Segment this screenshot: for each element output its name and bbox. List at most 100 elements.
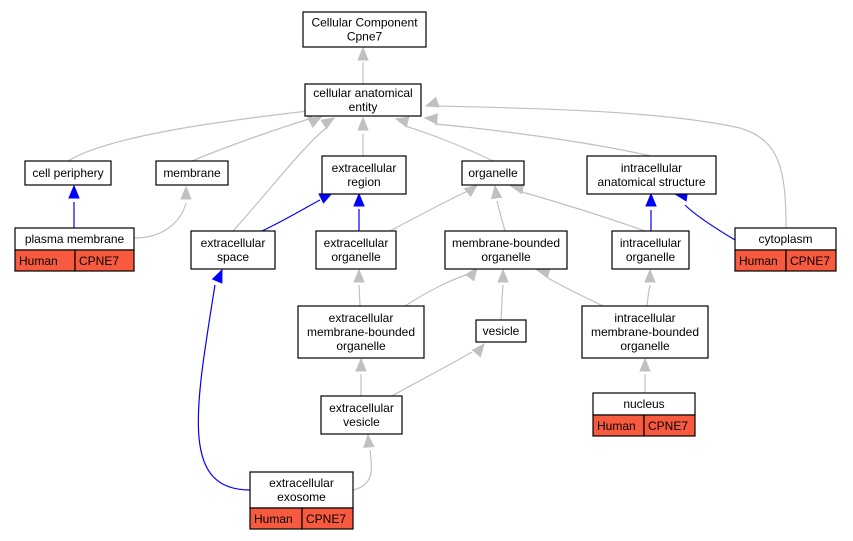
node-label-line: vesicle <box>483 324 520 338</box>
node-box <box>475 319 527 343</box>
node-box <box>304 83 422 117</box>
arrow-head-icon <box>464 266 478 282</box>
node-label-line: entity <box>349 100 378 114</box>
edge-line <box>67 110 309 162</box>
node-label-line: intracellular <box>620 236 681 250</box>
edge-extracellular-space-to-extracellular-region <box>261 192 334 232</box>
node-box <box>444 230 568 270</box>
gene-label: CPNE7 <box>648 419 688 433</box>
gene-label: CPNE7 <box>306 512 346 526</box>
arrow-head-icon <box>490 184 503 200</box>
arrow-head-icon <box>463 184 479 198</box>
node-box <box>190 230 276 270</box>
species-label: Human <box>254 512 293 526</box>
node-label-line: extracellular <box>324 236 389 250</box>
edge-ec-membrane-bounded-organelle-to-membrane-bounded-organelle <box>404 266 478 307</box>
node-label-line: extracellular <box>332 161 397 175</box>
node-box <box>249 471 354 509</box>
node-label-line: organelle <box>626 250 676 264</box>
edge-cell-periphery-to-cae <box>67 109 320 162</box>
node-vesicle[interactable]: vesicle <box>475 319 527 343</box>
node-label-line: cell periphery <box>32 166 103 180</box>
node-label-line: extracellular <box>329 311 394 325</box>
node-box <box>321 155 407 195</box>
arrow-head-icon <box>357 46 369 61</box>
arrow-head-icon <box>639 357 651 372</box>
node-box <box>586 155 717 195</box>
edge-ec-membrane-bounded-organelle-to-extracellular-organelle <box>353 268 365 307</box>
species-label: Human <box>597 419 636 433</box>
node-label-line: extracellular <box>329 401 394 415</box>
edge-cae-to-root <box>357 46 369 84</box>
arrow-head-icon <box>307 116 323 129</box>
edge-intracellular-organelle-to-intracellular-anatomical-structure <box>645 192 657 231</box>
arrow-head-icon <box>644 268 656 283</box>
edge-line <box>191 117 313 162</box>
edge-cytoplasm-to-cae <box>424 96 787 229</box>
node-membrane[interactable]: membrane <box>155 160 229 186</box>
node-label-line: cellular anatomical <box>313 86 412 100</box>
edge-extracellular-exosome-to-extracellular-vesicle <box>352 433 375 491</box>
species-label: Human <box>739 254 778 268</box>
arrow-head-icon <box>357 116 369 131</box>
edge-nucleus-to-ic-membrane-bounded-organelle <box>639 357 651 393</box>
edge-extracellular-exosome-to-extracellular-space <box>197 268 251 491</box>
node-box <box>581 305 709 359</box>
edge-vesicle-to-membrane-bounded-organelle <box>497 268 509 321</box>
node-box <box>24 160 112 186</box>
node-box <box>155 160 229 186</box>
edge-ic-membrane-bounded-organelle-to-membrane-bounded-organelle <box>535 267 604 307</box>
edges-layer <box>67 46 787 491</box>
edge-extracellular-organelle-to-organelle <box>389 184 479 232</box>
node-cell-periphery[interactable]: cell periphery <box>24 160 112 186</box>
node-box <box>297 305 425 359</box>
edge-extracellular-vesicle-to-vesicle <box>391 342 485 397</box>
arrow-head-icon <box>423 113 438 125</box>
node-label-line: cytoplasm <box>758 232 812 246</box>
arrow-head-icon <box>645 192 657 207</box>
gene-cell <box>301 507 354 530</box>
node-label-line: vesicle <box>343 415 380 429</box>
arrow-head-icon <box>68 184 80 199</box>
node-organelle[interactable]: organelle <box>461 160 525 186</box>
node-label-line: Cellular Component <box>311 16 418 30</box>
node-label-line: organelle <box>336 339 386 353</box>
node-label-line: intracellular <box>614 311 675 325</box>
arrow-head-icon <box>424 96 440 108</box>
edge-extracellular-vesicle-to-ec-membrane-bounded-organelle <box>355 357 367 396</box>
node-label-line: exosome <box>277 490 326 504</box>
edge-membrane-bounded-organelle-to-organelle <box>490 184 506 232</box>
arrow-head-icon <box>497 268 509 283</box>
edge-intracellular-anatomical-structure-to-cae <box>423 113 652 157</box>
node-label-line: extracellular <box>201 236 266 250</box>
edge-extracellular-space-to-cae <box>232 117 336 232</box>
node-box <box>320 395 403 435</box>
arrow-head-icon <box>471 342 485 358</box>
edge-extracellular-organelle-to-extracellular-region <box>353 192 365 231</box>
node-label-line: plasma membrane <box>25 232 125 246</box>
node-label-line: organelle <box>468 166 518 180</box>
edge-plasma-membrane-to-membrane <box>133 185 192 239</box>
edge-line <box>434 123 652 157</box>
gene-label: CPNE7 <box>79 254 119 268</box>
arrow-head-icon <box>353 192 365 207</box>
edge-line <box>496 200 506 232</box>
node-label-line: membrane <box>163 166 221 180</box>
node-box <box>315 230 397 270</box>
